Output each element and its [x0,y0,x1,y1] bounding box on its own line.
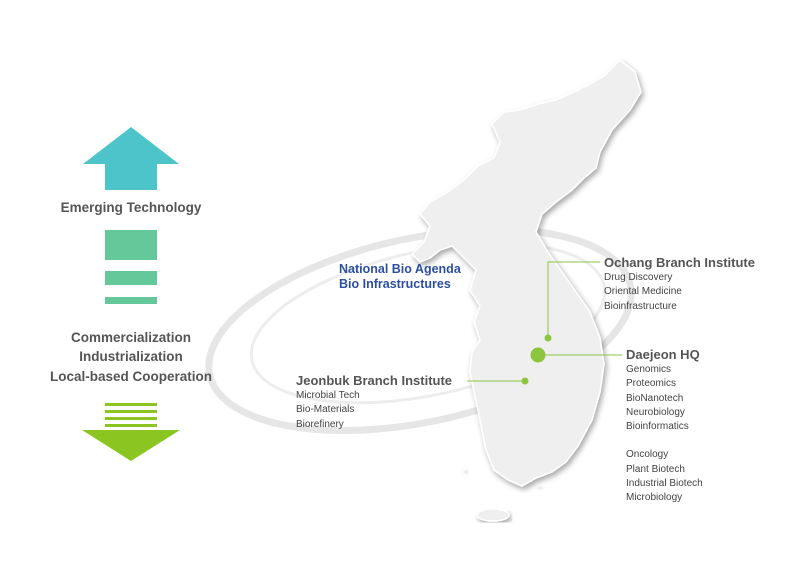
commercialization-label: Commercialization [70,330,192,345]
local-cooperation-label: Local-based Cooperation [49,369,213,384]
korea-map-shape [410,58,642,487]
daejeon-item: Proteomics [626,378,677,390]
stripe-bar [105,424,157,427]
stripe-bar [105,417,157,420]
emerging-technology-label: Emerging Technology [60,200,202,215]
bar-block [105,297,157,304]
down-arrow-icon [82,430,180,461]
orbit-ellipse-outer [205,226,635,434]
daejeon-item: Oncology [626,449,669,461]
bar-block [105,230,157,260]
ochang-item: Drug Discovery [604,272,673,283]
ochang-institute-title: Ochang Branch Institute [604,255,755,270]
daejeon-item: Industrial Biotech [626,478,703,490]
ochang-leader-line [547,261,600,338]
agenda-line-2: Bio Infrastructures [339,277,451,291]
jeju-island-shape [476,508,510,522]
daejeon-hq-block: Daejeon HQ Genomics Proteomics BioNanote… [626,347,703,506]
island-shape [463,470,469,474]
jeonbuk-item: Bio-Materials [296,404,355,416]
agenda-line-1: National Bio Agenda [339,262,461,276]
ochang-item: Bioinfrastructure [604,300,677,312]
daejeon-item: Genomics [626,364,672,375]
agenda-title: National Bio Agenda Bio Infrastructures [339,262,461,292]
daejeon-hq-title: Daejeon HQ [626,347,700,362]
ochang-marker [544,334,552,342]
daejeon-item: Plant Biotech [626,463,685,475]
daejeon-item: Neurobiology [626,406,685,418]
bar-block [105,271,157,285]
up-arrow-icon [83,127,179,190]
island-shape [537,486,543,490]
jeonbuk-item: Microbial Tech [296,390,360,401]
industrialization-label: Industrialization [79,349,183,364]
daejeon-marker [530,347,546,363]
ochang-institute-block: Ochang Branch Institute Drug Discovery O… [604,255,755,314]
daejeon-item: BioNanotech [626,392,684,404]
jeonbuk-marker [521,377,529,385]
daejeon-item: Microbiology [626,492,683,504]
daejeon-item: Bioinformatics [626,421,689,433]
stripe-bar [105,403,157,406]
jeonbuk-item: Biorefinery [296,418,344,430]
ochang-item: Oriental Medicine [604,286,682,298]
jeonbuk-institute-title: Jeonbuk Branch Institute [296,373,453,388]
stripe-bar [105,410,157,413]
jeonbuk-institute-block: Jeonbuk Branch Institute Microbial Tech … [296,373,452,432]
